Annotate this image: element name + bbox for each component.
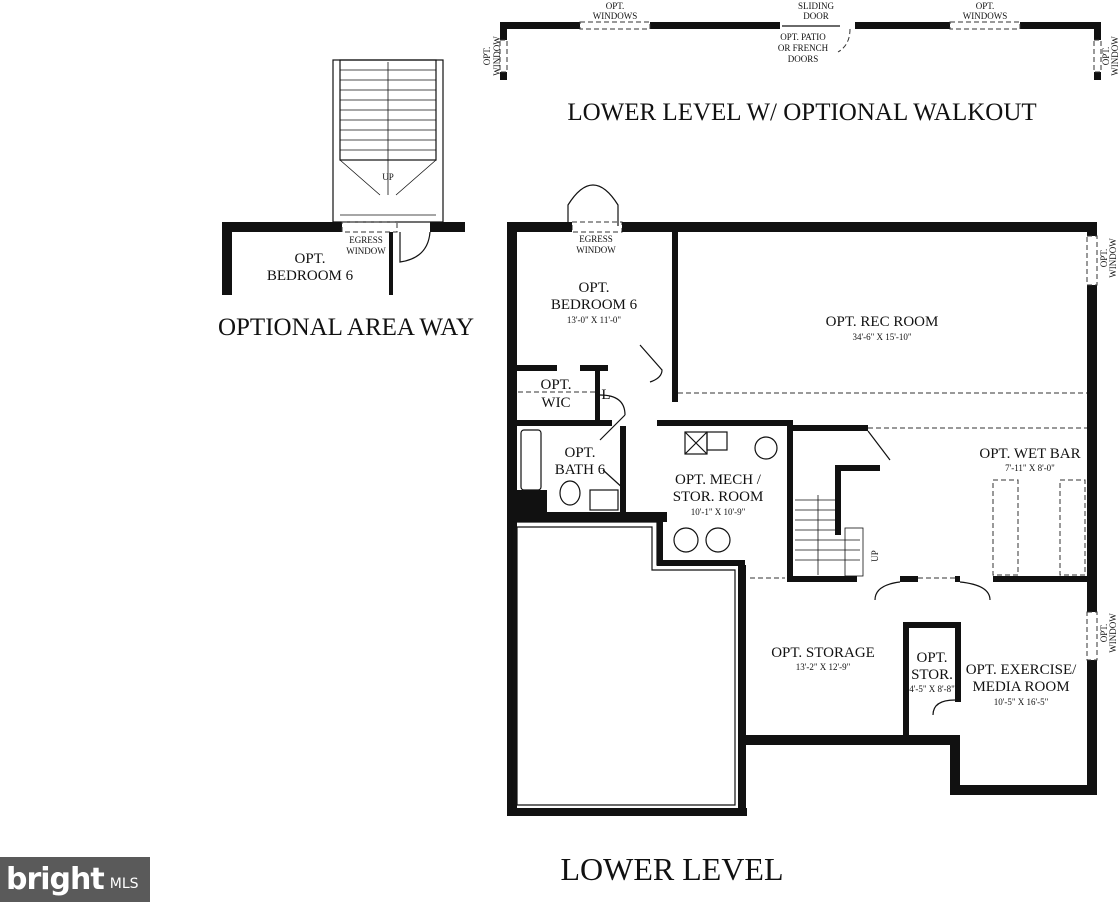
room-label: OPT. bbox=[541, 377, 572, 393]
walkout-plan: OPT. WINDOWS OPT. WINDOWS SLIDING DOOR O… bbox=[482, 1, 1119, 126]
room-label: OPT. STORAGE bbox=[771, 645, 875, 661]
window-label: OPT. bbox=[1099, 624, 1109, 643]
egress-label: EGRESS bbox=[579, 234, 613, 244]
room-label: BEDROOM 6 bbox=[551, 297, 638, 313]
window-label: OPT. bbox=[482, 47, 492, 66]
room-label: WIC bbox=[541, 395, 570, 411]
window-label: WINDOW bbox=[1108, 613, 1118, 653]
patio-doors-label: DOORS bbox=[788, 54, 819, 64]
window-label: WINDOW bbox=[1110, 36, 1119, 76]
room-label: MEDIA ROOM bbox=[972, 679, 1069, 695]
window-label: OPT. bbox=[1099, 249, 1109, 268]
room-label: BATH 6 bbox=[555, 462, 606, 478]
stair-up-label: UP bbox=[870, 550, 880, 562]
lower-level-plan: EGRESS WINDOW OPT. BEDROOM 6 13'-0" X 11… bbox=[507, 184, 1118, 887]
logo-brand: bright bbox=[6, 862, 105, 897]
room-dimensions: 10'-1" X 10'-9" bbox=[691, 507, 746, 517]
room-label: STOR. bbox=[911, 667, 953, 683]
patio-doors-label: OR FRENCH bbox=[778, 43, 829, 53]
windows-label: WINDOWS bbox=[593, 11, 638, 21]
windows-label: OPT. bbox=[606, 1, 625, 11]
windows-label: WINDOWS bbox=[963, 11, 1008, 21]
room-label: OPT. bbox=[917, 650, 948, 666]
patio-doors-label: OPT. PATIO bbox=[780, 32, 826, 42]
room-label: OPT. bbox=[565, 445, 596, 461]
room-label: STOR. ROOM bbox=[673, 489, 764, 505]
window-label: OPT. bbox=[1101, 47, 1111, 66]
room-label: OPT. bbox=[295, 251, 326, 267]
room-label: BEDROOM 6 bbox=[267, 268, 354, 284]
room-dimensions: 7'-11" X 8'-0" bbox=[1005, 463, 1055, 473]
area-way-title: OPTIONAL AREA WAY bbox=[218, 314, 474, 341]
egress-label: EGRESS bbox=[349, 235, 383, 245]
room-dimensions: 13'-0" X 11'-0" bbox=[567, 315, 622, 325]
room-dimensions: 4'-5" X 8'-8" bbox=[909, 684, 955, 694]
logo-suffix: MLS bbox=[109, 875, 139, 892]
walkout-title: LOWER LEVEL W/ OPTIONAL WALKOUT bbox=[567, 99, 1036, 126]
egress-label: WINDOW bbox=[576, 245, 616, 255]
bright-mls-logo: bright MLS bbox=[0, 857, 150, 902]
window-label: WINDOW bbox=[1108, 238, 1118, 278]
room-label: L bbox=[601, 387, 610, 403]
egress-label: WINDOW bbox=[346, 246, 386, 256]
room-label: OPT. EXERCISE/ bbox=[966, 662, 1077, 678]
sliding-door-label: SLIDING bbox=[798, 1, 834, 11]
sliding-door-label: DOOR bbox=[803, 11, 829, 21]
window-label: WINDOW bbox=[492, 36, 502, 76]
room-label: OPT. WET BAR bbox=[979, 446, 1080, 462]
room-label: OPT. MECH / bbox=[675, 472, 762, 488]
room-dimensions: 10'-5" X 16'-5" bbox=[994, 697, 1049, 707]
room-label: OPT. bbox=[579, 280, 610, 296]
area-way-plan: UP EGRESS WINDOW OPT. BEDROOM 6 OPTIONAL… bbox=[218, 59, 474, 341]
room-dimensions: 13'-2" X 12'-9" bbox=[796, 662, 851, 672]
stair-up-label: UP bbox=[382, 172, 394, 182]
room-dimensions: 34'-6" X 15'-10" bbox=[852, 332, 911, 342]
windows-label: OPT. bbox=[976, 1, 995, 11]
lower-level-title: LOWER LEVEL bbox=[560, 851, 783, 887]
room-label: OPT. REC ROOM bbox=[826, 314, 939, 330]
